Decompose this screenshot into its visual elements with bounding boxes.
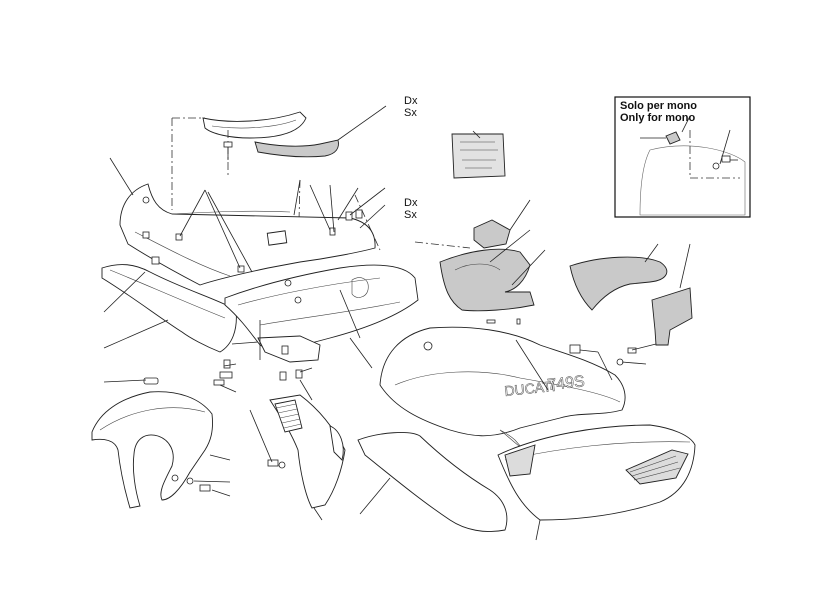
leader-line xyxy=(249,409,273,463)
inset-title-italian: Solo per mono xyxy=(620,100,697,112)
small-grey-cover xyxy=(473,219,511,249)
leader-line xyxy=(211,489,231,497)
leader-line xyxy=(299,379,313,401)
leader-line xyxy=(509,199,531,231)
leader-line xyxy=(349,337,373,369)
lower-side-panel xyxy=(357,432,508,532)
clip xyxy=(516,318,521,325)
leader-line xyxy=(535,519,541,541)
leader-line xyxy=(299,367,313,373)
leader-line xyxy=(339,289,361,339)
side-label-left-top: Sx xyxy=(404,107,417,119)
side-panel-left xyxy=(101,264,237,353)
leader-line xyxy=(209,454,231,461)
leader-line xyxy=(103,379,147,383)
leader-line xyxy=(103,319,169,349)
leader-line xyxy=(644,243,659,263)
leader-line xyxy=(103,271,146,313)
fairing-logo-text: DUCATI xyxy=(504,378,556,399)
fender-bracket xyxy=(143,377,159,385)
leader-line xyxy=(207,191,253,273)
seat-pad-grey xyxy=(254,139,339,158)
leader-line xyxy=(359,204,386,229)
inner-panel-grey xyxy=(439,248,535,312)
inset-box xyxy=(614,96,751,218)
side-label-right-mid: Dx xyxy=(404,197,418,209)
leader-line xyxy=(109,157,134,196)
grommet xyxy=(569,344,581,354)
leader-line xyxy=(179,189,206,237)
leader-line xyxy=(337,187,359,221)
air-duct xyxy=(269,394,346,509)
inset-title-english: Only for mono xyxy=(620,112,696,124)
side-label-left-mid: Sx xyxy=(404,209,417,221)
leader-line xyxy=(621,361,647,365)
leader-line xyxy=(511,249,546,286)
leader-line xyxy=(489,229,531,263)
leader-line xyxy=(223,363,237,367)
side-label-right-top: Dx xyxy=(404,95,418,107)
front-fender xyxy=(91,391,213,509)
leader-line xyxy=(231,341,259,345)
screw xyxy=(627,347,637,354)
leader-line xyxy=(359,477,391,515)
assembly-axis xyxy=(354,194,381,251)
leader-line xyxy=(472,130,481,139)
leader-line xyxy=(349,187,386,216)
screws-cluster xyxy=(142,209,363,386)
sticker-sheet xyxy=(451,133,506,179)
fender-screws xyxy=(186,459,286,492)
leader-line xyxy=(313,507,323,521)
screw xyxy=(223,141,233,160)
leader-line xyxy=(631,343,657,351)
clip xyxy=(486,319,496,324)
bracket-grey xyxy=(651,287,693,346)
leader-line xyxy=(293,179,301,216)
leader-line xyxy=(515,339,549,391)
seat-cover xyxy=(202,111,307,139)
tail-fairing-upper xyxy=(119,183,376,286)
assembly-axis xyxy=(414,241,471,249)
leader-line xyxy=(337,105,387,141)
side-grey-panel-right xyxy=(569,256,668,311)
tail-under-tray xyxy=(224,264,419,363)
fairing-model-text: 749S xyxy=(547,373,586,394)
main-side-fairing xyxy=(379,326,626,449)
belly-pan xyxy=(497,424,696,521)
leader-line xyxy=(579,349,599,353)
leader-line xyxy=(679,243,691,289)
leader-line xyxy=(309,184,331,231)
leader-line xyxy=(597,351,613,381)
leader-line xyxy=(193,480,231,483)
fairing-logo: DUCATI 749S xyxy=(503,373,586,399)
leader-line xyxy=(219,384,237,393)
leader-line xyxy=(204,189,241,269)
leader-line xyxy=(329,184,335,233)
